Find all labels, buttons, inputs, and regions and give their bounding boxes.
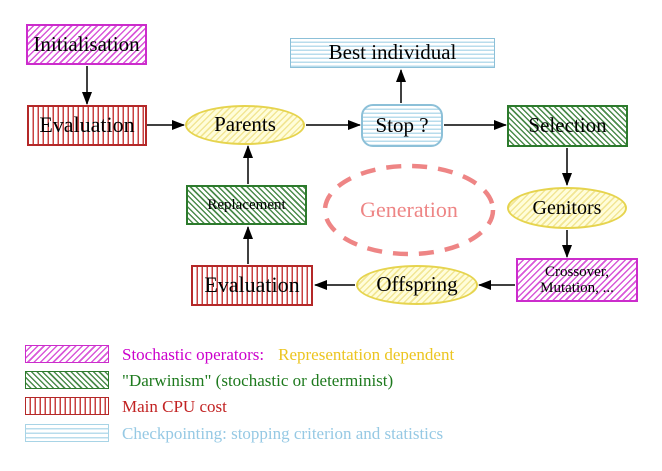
node-offspring: Offspring [356,265,478,305]
crossover-line-2: Mutation, ... [540,280,614,296]
node-replacement: Replacement [186,185,307,225]
node-genitors: Genitors [507,187,627,229]
node-evaluation-top: Evaluation [27,105,147,146]
legend-swatch-cpu-cost [25,397,109,415]
legend-item-cpu-cost: Main CPU cost [122,397,227,416]
node-crossover-mutation: Crossover, Mutation, ... [516,258,638,302]
generation-label: Generation [360,197,458,222]
legend-label-representation: Representation dependent [278,345,455,364]
node-parents: Parents [185,105,305,145]
legend-swatch-darwinism [25,371,109,389]
legend-item-darwinism: "Darwinism" (stochastic or determinist) [122,371,394,390]
legend-swatch-checkpointing [25,424,109,442]
node-selection: Selection [507,105,628,147]
legend-swatch-stochastic [25,345,109,363]
node-best-individual: Best individual [290,38,495,68]
legend-item-stochastic: Stochastic operators: Representation depe… [122,345,454,364]
crossover-line-1: Crossover, [545,263,609,280]
legend-item-checkpointing: Checkpointing: stopping criterion and st… [122,424,444,443]
node-evaluation-bottom: Evaluation [191,265,313,306]
legend-label-stochastic: Stochastic operators: [122,345,265,364]
node-initialisation: Initialisation [26,24,147,65]
node-stop: Stop ? [361,104,443,147]
